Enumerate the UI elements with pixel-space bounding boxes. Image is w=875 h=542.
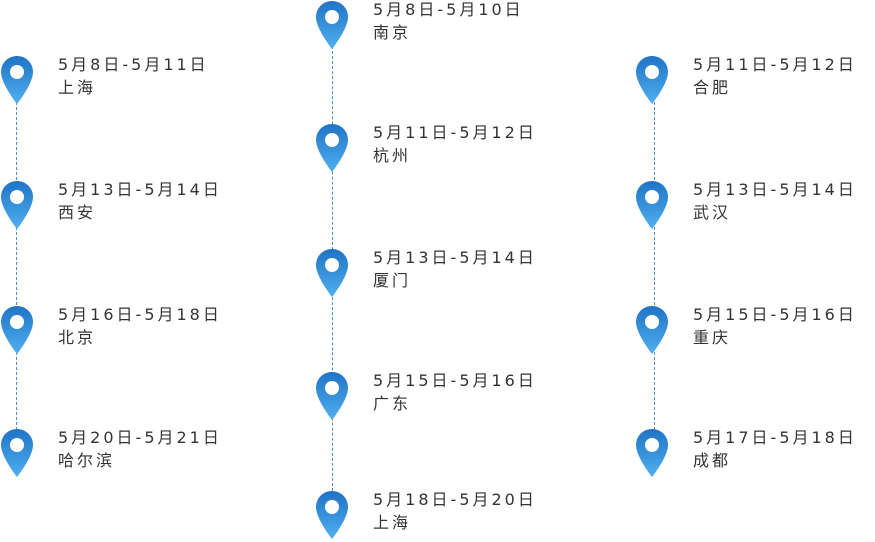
map-pin-icon: [315, 248, 349, 298]
map-pin-icon: [315, 371, 349, 421]
stop-city: 重庆: [693, 328, 732, 347]
route-column-left: 5月8日-5月11日 上海 5月13日-5月14日 西安 5月16日-5月18日…: [0, 0, 300, 541]
stop-city: 成都: [693, 451, 732, 470]
stop-dates: 5月11日-5月12日: [373, 123, 537, 142]
route-dashed-line: [16, 102, 17, 440]
route-stop: 5月16日-5月18日 北京: [0, 305, 300, 357]
stop-city: 杭州: [373, 146, 412, 165]
route-stop: 5月20日-5月21日 哈尔滨: [0, 428, 300, 480]
stop-city: 广东: [373, 394, 412, 413]
map-pin-icon: [635, 305, 669, 355]
route-stop: 5月18日-5月20日 上海: [315, 490, 615, 542]
map-pin-icon: [635, 428, 669, 478]
route-dashed-line: [654, 102, 655, 440]
stop-dates: 5月13日-5月14日: [58, 180, 222, 199]
route-stop: 5月8日-5月11日 上海: [0, 55, 300, 107]
map-pin-icon: [315, 490, 349, 540]
map-pin-icon: [0, 305, 34, 355]
route-stop: 5月8日-5月10日 南京: [315, 0, 615, 52]
map-pin-icon: [0, 428, 34, 478]
stop-city: 西安: [58, 203, 97, 222]
route-stop: 5月17日-5月18日 成都: [635, 428, 875, 480]
stop-dates: 5月16日-5月18日: [58, 305, 222, 324]
map-pin-icon: [635, 180, 669, 230]
stop-city: 哈尔滨: [58, 451, 116, 470]
route-stop: 5月15日-5月16日 重庆: [635, 305, 875, 357]
stop-dates: 5月18日-5月20日: [373, 490, 537, 509]
stop-city: 南京: [373, 23, 412, 42]
route-stop: 5月11日-5月12日 合肥: [635, 55, 875, 107]
stop-dates: 5月13日-5月14日: [373, 248, 537, 267]
stop-dates: 5月20日-5月21日: [58, 428, 222, 447]
stop-dates: 5月17日-5月18日: [693, 428, 857, 447]
stop-city: 武汉: [693, 203, 732, 222]
stop-dates: 5月15日-5月16日: [373, 371, 537, 390]
route-stop: 5月13日-5月14日 西安: [0, 180, 300, 232]
stop-dates: 5月13日-5月14日: [693, 180, 857, 199]
map-pin-icon: [315, 0, 349, 50]
stop-dates: 5月8日-5月10日: [373, 0, 524, 19]
route-stop: 5月13日-5月14日 厦门: [315, 248, 615, 300]
stop-city: 合肥: [693, 78, 732, 97]
route-column-middle: 5月8日-5月10日 南京 5月11日-5月12日 杭州 5月13日-5月14日…: [315, 0, 615, 541]
map-pin-icon: [0, 55, 34, 105]
route-column-right: 5月11日-5月12日 合肥 5月13日-5月14日 武汉 5月15日-5月16…: [635, 0, 875, 541]
stop-city: 厦门: [373, 271, 412, 290]
map-pin-icon: [635, 55, 669, 105]
stop-dates: 5月11日-5月12日: [693, 55, 857, 74]
stop-dates: 5月15日-5月16日: [693, 305, 857, 324]
stop-city: 上海: [373, 513, 412, 532]
stop-dates: 5月8日-5月11日: [58, 55, 209, 74]
stop-city: 北京: [58, 328, 97, 347]
route-stop: 5月11日-5月12日 杭州: [315, 123, 615, 175]
stop-city: 上海: [58, 78, 97, 97]
route-stop: 5月15日-5月16日 广东: [315, 371, 615, 423]
map-pin-icon: [0, 180, 34, 230]
route-stop: 5月13日-5月14日 武汉: [635, 180, 875, 232]
map-pin-icon: [315, 123, 349, 173]
